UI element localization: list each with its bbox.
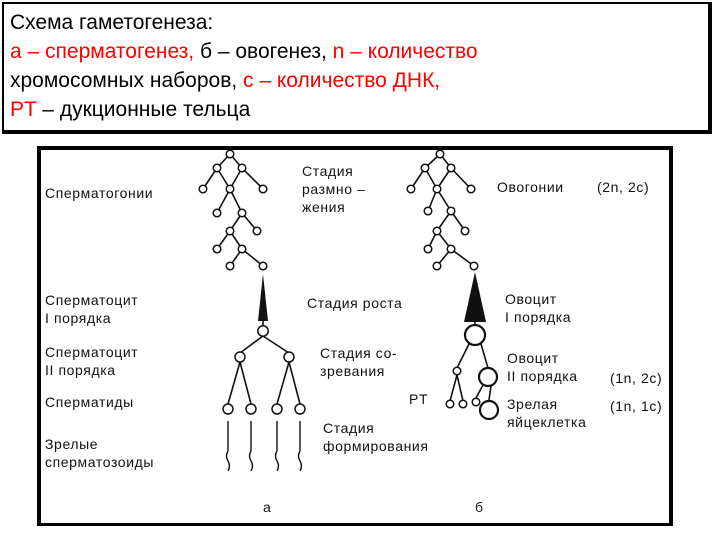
sperm-growth-wedge	[258, 274, 268, 321]
label-mature-sperm-a: Зрелые	[45, 436, 98, 452]
caption-box: Схема гаметогенеза: а – сперматогенез, б…	[2, 2, 712, 134]
spermatid-cell	[245, 403, 257, 415]
sperm-cell	[212, 163, 222, 173]
caption-sperm-def: а – сперматогенез,	[10, 40, 200, 63]
spermatid-cell	[222, 403, 234, 415]
figure-frame	[37, 146, 673, 526]
label-growth-stage: Стадия роста	[307, 295, 402, 311]
label-egg-b: яйцеклетка	[507, 414, 586, 430]
label-formation-a: Стадия	[323, 420, 374, 436]
caption-n-def: n – количество	[332, 40, 478, 63]
label-spermatocyte-1-a: Сперматоцит	[45, 292, 138, 308]
oo-tree	[406, 146, 500, 421]
oo-cell	[466, 184, 476, 194]
caption-line-2: а – сперматогенез, б – овогенез, n – кол…	[10, 37, 702, 66]
oocyte-1-cell	[463, 323, 487, 347]
spermatozoon	[297, 421, 303, 472]
sperm-cell	[225, 184, 235, 194]
label-pt: PT	[409, 391, 428, 407]
label-oocyte-1-a: Овоцит	[505, 291, 557, 307]
label-oocyte-2-formula: (1n, 2c)	[610, 370, 662, 386]
sperm-cell	[237, 244, 247, 254]
label-maturation-a: Стадия со-	[320, 345, 397, 361]
label-spermatogonia: Сперматогонии	[45, 185, 153, 201]
sperm-cell	[237, 163, 247, 173]
label-formation-b: формирования	[323, 438, 429, 454]
sperm-cell	[225, 261, 235, 271]
oo-cell	[432, 184, 442, 194]
mature-egg-cell	[478, 399, 500, 421]
label-spermatocyte-2-b: II порядка	[45, 362, 116, 378]
oo-cell	[446, 163, 456, 173]
spermatocyte-2-cell	[283, 351, 295, 363]
oocyte-2-cell	[477, 366, 499, 388]
oo-cell	[432, 226, 442, 236]
caption-c-def: с – количество ДНК,	[243, 69, 441, 92]
label-spermatocyte-1-b: I порядка	[45, 310, 111, 326]
pt-cell	[458, 399, 468, 409]
oo-cell	[446, 206, 456, 216]
sperm-cell	[258, 261, 268, 271]
label-spermatids: Сперматиды	[45, 394, 134, 410]
sperm-cell	[225, 226, 235, 236]
spermatid-cell	[271, 403, 283, 415]
pt-cell	[471, 397, 481, 407]
label-oogonia-formula: (2n, 2c)	[597, 179, 649, 195]
oo-cell	[435, 149, 445, 159]
pt-cell	[445, 399, 455, 409]
sperm-cell	[258, 184, 268, 194]
label-egg-a: Зрелая	[507, 396, 558, 412]
label-spermatocyte-2-a: Сперматоцит	[45, 344, 138, 360]
sperm-cell	[198, 184, 208, 194]
oo-cell	[432, 261, 442, 271]
label-oocyte-1-b: I порядка	[505, 309, 571, 325]
caption-pt-abbr: PT	[10, 98, 37, 121]
oo-growth-wedge	[464, 272, 486, 322]
spermatid-cell	[294, 403, 306, 415]
oo-cell	[423, 206, 433, 216]
sperm-cell	[237, 208, 247, 218]
gametogenesis-diagram: Сперматогонии Сперматоцит I порядка Спер…	[45, 146, 662, 515]
oo-cell	[460, 226, 470, 236]
label-reproduction-c: жения	[302, 199, 345, 215]
label-maturation-b: зревания	[320, 363, 385, 379]
caption-n-def-cont: хромосомных наборов,	[10, 69, 244, 92]
spermatozoon	[274, 421, 280, 472]
oo-cell	[469, 261, 479, 271]
caption-line-3: хромосомных наборов, с – количество ДНК,	[10, 66, 702, 95]
caption-pt-def: – дукционные тельца	[36, 98, 251, 121]
caption-line-4: PT – дукционные тельца	[10, 95, 702, 124]
label-oogonia: Овогонии	[497, 179, 564, 195]
spermatozoon	[248, 421, 254, 472]
oo-cell	[420, 163, 430, 173]
sperm-cell	[252, 226, 262, 236]
sperm-tree	[198, 146, 306, 472]
spermatozoon	[225, 421, 231, 472]
sperm-cell	[225, 149, 235, 159]
label-reproduction-a: Стадия	[302, 163, 353, 179]
oo-cell	[406, 184, 416, 194]
panel-b-label: б	[475, 499, 484, 515]
spermatocyte-1-cell	[257, 325, 269, 337]
oo-cell	[423, 244, 433, 254]
label-egg-formula: (1n, 1c)	[610, 398, 662, 414]
pt-cell	[452, 366, 462, 376]
caption-oo-def: б – овогенез,	[199, 40, 333, 63]
label-mature-sperm-b: сперматозоиды	[45, 454, 154, 470]
sperm-cell	[212, 244, 222, 254]
panel-a-label: а	[263, 499, 271, 515]
sperm-cell	[212, 208, 222, 218]
label-reproduction-b: размно –	[302, 181, 365, 197]
oo-cell	[446, 244, 456, 254]
label-oocyte-2-b: II порядка	[507, 368, 578, 384]
spermatocyte-2-cell	[234, 351, 246, 363]
caption-title: Схема гаметогенеза:	[10, 11, 214, 34]
label-oocyte-2-a: Овоцит	[507, 350, 559, 366]
